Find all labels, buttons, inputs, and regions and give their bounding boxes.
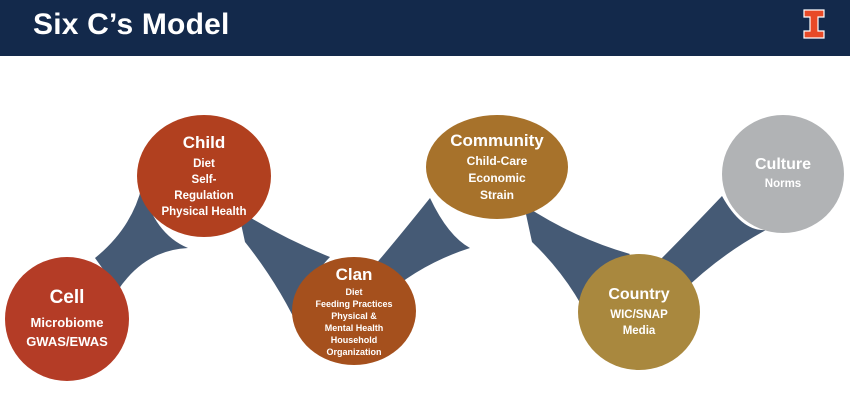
node-country-line: Media <box>622 324 656 337</box>
node-cell-line: GWAS/EWAS <box>26 334 108 349</box>
node-clan-line: Mental Health <box>324 322 384 333</box>
header-divider <box>0 56 850 61</box>
node-community-line: Child-Care <box>466 153 528 168</box>
node-country-line: WIC/SNAP <box>610 308 668 321</box>
node-child: Child Diet Self- Regulation Physical Hea… <box>137 115 271 237</box>
node-clan-line: Household <box>330 334 378 345</box>
node-culture-line: Norms <box>764 178 802 190</box>
node-child-line: Regulation <box>174 189 234 202</box>
node-clan-details: Diet Feeding Practices Physical & Mental… <box>315 286 392 358</box>
node-clan: Clan Diet Feeding Practices Physical & M… <box>292 257 416 365</box>
node-clan-line: Physical & <box>331 310 377 321</box>
node-country: Country WIC/SNAP Media <box>578 254 700 370</box>
node-cell: Cell Microbiome GWAS/EWAS <box>5 257 129 381</box>
node-clan-line: Organization <box>326 346 382 357</box>
node-community-line: Strain <box>479 187 514 202</box>
node-clan-line: Diet <box>345 286 363 297</box>
node-culture-details: Norms <box>765 176 801 192</box>
node-child-line: Diet <box>193 157 215 170</box>
node-country-details: WIC/SNAP Media <box>610 307 668 339</box>
node-cell-line: Microbiome <box>30 315 104 330</box>
node-community-details: Child-Care Economic Strain <box>467 153 528 204</box>
node-community: Community Child-Care Economic Strain <box>426 115 568 219</box>
node-community-line: Economic <box>468 170 526 185</box>
connector-child-clan <box>238 210 330 335</box>
block-i-icon <box>803 9 825 39</box>
node-country-name: Country <box>608 285 670 303</box>
header-bar: Six C’s Model <box>0 0 850 56</box>
node-cell-name: Cell <box>49 287 85 308</box>
node-community-name: Community <box>450 130 544 150</box>
node-culture-name: Culture <box>755 156 811 173</box>
node-culture: Culture Norms <box>722 115 844 233</box>
node-child-line: Physical Health <box>161 205 247 218</box>
slide-title: Six C’s Model <box>33 8 230 41</box>
node-clan-line: Feeding Practices <box>315 298 393 309</box>
node-clan-name: Clan <box>335 264 373 284</box>
node-child-line: Self- <box>191 173 217 186</box>
connector-country-culture <box>655 196 766 294</box>
node-cell-details: Microbiome GWAS/EWAS <box>26 313 108 351</box>
node-child-details: Diet Self- Regulation Physical Health <box>161 156 246 220</box>
connector-cell-child <box>95 186 188 290</box>
node-child-name: Child <box>182 132 226 152</box>
connector-community-country <box>524 205 630 340</box>
